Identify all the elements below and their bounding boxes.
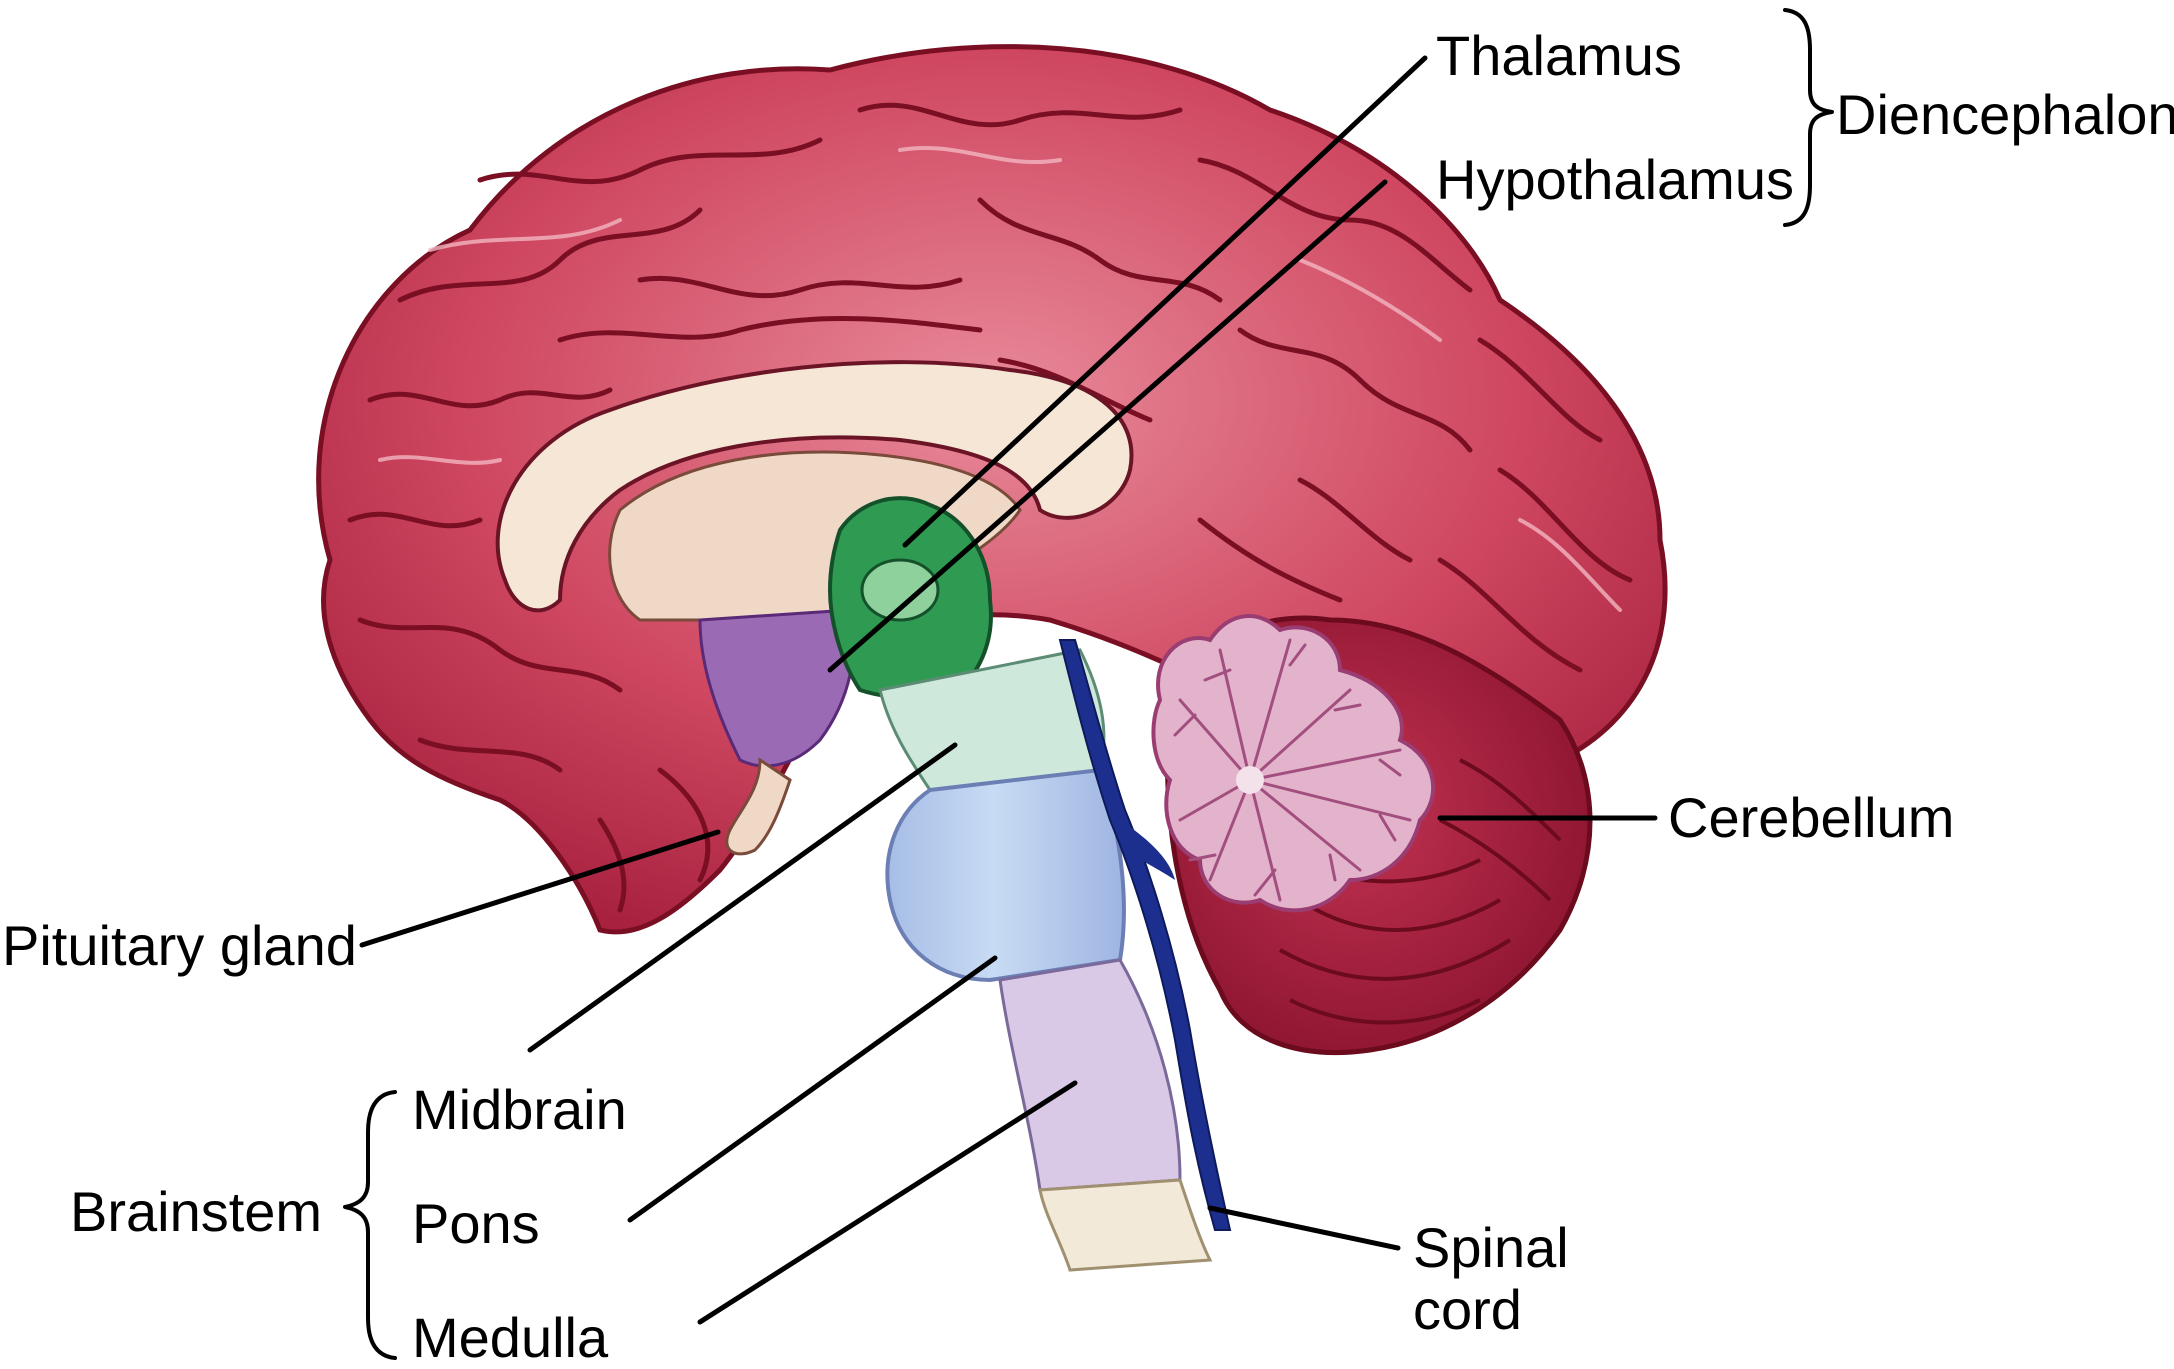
- diencephalon-brace: [1783, 8, 1834, 227]
- label-thalamus: Thalamus: [1436, 24, 1682, 87]
- pituitary-stalk: [725, 757, 792, 856]
- label-cord: cord: [1413, 1278, 1522, 1341]
- label-pons: Pons: [412, 1192, 540, 1255]
- label-hypothalamus: Hypothalamus: [1436, 148, 1794, 211]
- label-spinal: Spinal: [1413, 1216, 1569, 1279]
- interthalamic-adhesion: [860, 558, 940, 622]
- label-midbrain: Midbrain: [412, 1078, 627, 1141]
- label-medulla: Medulla: [412, 1306, 609, 1369]
- fourth-ventricle: [1120, 820, 1175, 880]
- medulla-region: [998, 958, 1182, 1192]
- spinal-cord-region: [1038, 1178, 1213, 1272]
- ventricle-channel: [1058, 639, 1232, 1231]
- corpus-callosum: [495, 360, 1134, 613]
- pons-region: [885, 767, 1126, 983]
- label-diencephalon: Diencephalon: [1836, 83, 2174, 146]
- label-brainstem: Brainstem: [70, 1180, 323, 1243]
- label-cerebellum: Cerebellum: [1668, 786, 1955, 849]
- cerebellum: [1151, 614, 1593, 1055]
- leader-lines: [359, 55, 1658, 1325]
- brainstem-brace: [343, 1090, 397, 1360]
- label-pituitary-gland: Pituitary gland: [2, 914, 357, 977]
